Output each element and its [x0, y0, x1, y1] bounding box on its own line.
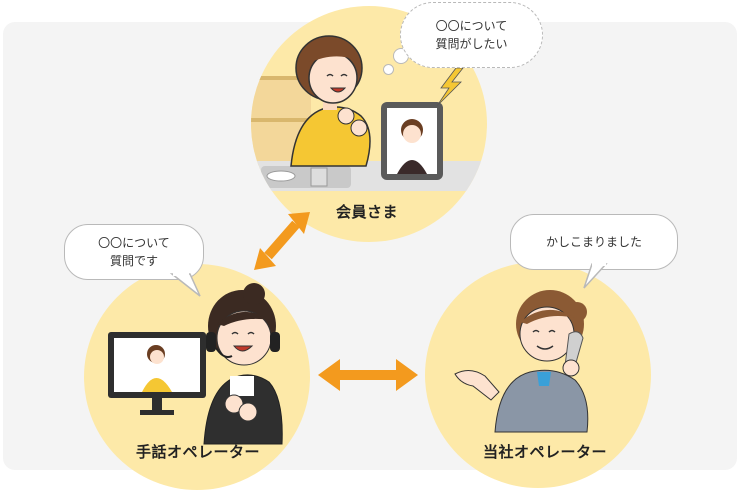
sign-operator-speech-bubble: 〇〇について 質問です [64, 224, 204, 280]
member-thought-line1: 〇〇について [435, 19, 508, 33]
company-operator-label: 当社オペレーター [483, 443, 608, 461]
arrow-member-sign [254, 212, 310, 270]
member-thought-bubble: 〇〇について 質問がしたい [400, 2, 543, 68]
member-label: 会員さま [336, 203, 399, 221]
sign-speech-tail [169, 272, 201, 297]
member-thought-line2: 質問がしたい [435, 37, 508, 51]
thought-dot-small [383, 64, 394, 75]
arrow-sign-operator [318, 359, 418, 391]
sign-operator-label: 手話オペレーター [136, 443, 261, 461]
member-illustration [251, 35, 487, 191]
operator-speech-line1: かしこまりました [545, 235, 642, 249]
call-operator-illustration [454, 290, 589, 433]
sign-operator-node [84, 264, 310, 490]
sign-speech-line2: 質問です [109, 254, 158, 268]
company-operator-speech-bubble: かしこまりました [510, 214, 678, 270]
sign-operator-illustration [108, 283, 283, 445]
sign-speech-line1: 〇〇について [98, 236, 170, 250]
company-operator-node [425, 262, 651, 488]
operator-speech-tail [583, 262, 608, 289]
